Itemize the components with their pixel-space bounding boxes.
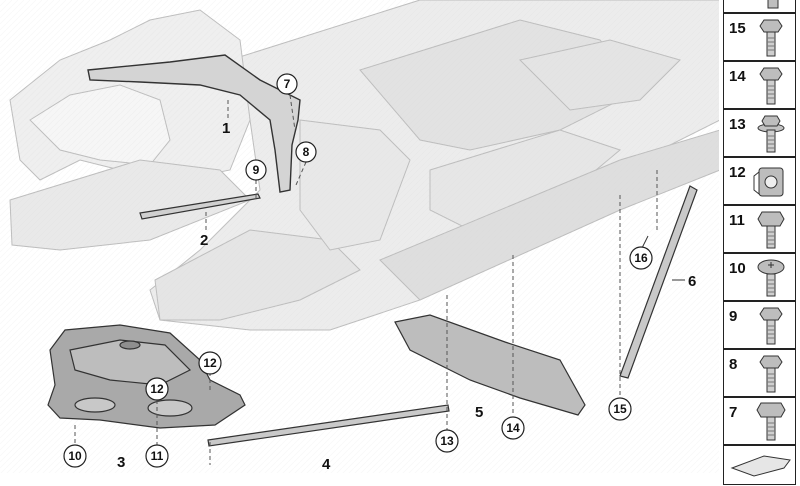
hex-bolt-icon [759, 355, 783, 393]
fastener-cell-12: 12 [723, 157, 796, 205]
clip-plate-icon [730, 455, 791, 477]
callout-11: 11 [145, 444, 169, 468]
fastener-cell-top-partial [723, 0, 796, 13]
callout-12a: 12 [198, 351, 222, 375]
svg-text:7: 7 [284, 77, 291, 91]
fastener-number: 12 [729, 164, 746, 181]
hex-bolt-icon [756, 402, 786, 441]
svg-text:13: 13 [440, 434, 454, 448]
fastener-cell-11: 11 [723, 205, 796, 253]
svg-text:10: 10 [68, 449, 82, 463]
part-label-5: 5 [475, 404, 483, 421]
callout-15: 15 [608, 397, 632, 421]
fastener-sidebar: 15 14 13 12 11 [719, 0, 800, 485]
fastener-number: 13 [729, 116, 746, 133]
svg-text:12: 12 [150, 382, 164, 396]
parts-diagram: 1 2 3 4 5 6 7 8 9 10 11 12 [0, 0, 721, 473]
clip-nut-icon [753, 167, 784, 197]
hex-bolt-icon [759, 19, 783, 57]
callout-13: 13 [435, 429, 459, 453]
part-underbody-shield [47, 324, 246, 429]
callout-7: 7 [276, 73, 298, 95]
part-underbody-panel [394, 314, 586, 416]
part-label-1: 1 [222, 120, 230, 137]
svg-text:11: 11 [151, 449, 164, 463]
fastener-number: 10 [729, 260, 746, 277]
fastener-cell-bottom-partial [723, 445, 796, 485]
part-label-6: 6 [688, 273, 696, 290]
svg-text:9: 9 [253, 163, 260, 177]
svg-text:16: 16 [634, 251, 648, 265]
svg-text:8: 8 [303, 145, 310, 159]
fastener-cell-14: 14 [723, 61, 796, 109]
callout-14: 14 [501, 416, 525, 440]
part-strut-bar [139, 193, 261, 220]
torx-bolt-icon [757, 259, 785, 297]
part-label-2: 2 [200, 232, 208, 249]
leader-lines [74, 94, 658, 465]
callout-8: 8 [295, 141, 317, 163]
part-label-4: 4 [322, 456, 331, 473]
hex-bolt-icon [757, 211, 785, 249]
fastener-cell-9: 9 [723, 301, 796, 349]
fastener-number: 15 [729, 20, 746, 37]
hex-bolt-icon [759, 67, 783, 105]
fastener-cell-10: 10 [723, 253, 796, 301]
callouts: 7 8 9 10 11 12 12 13 [63, 73, 653, 468]
fastener-cell-13: 13 [723, 109, 796, 157]
callout-16: 16 [629, 246, 653, 270]
hex-bolt-icon [759, 307, 783, 345]
part-diagonal-strut [207, 404, 450, 447]
callout-10: 10 [63, 444, 87, 468]
fastener-number: 11 [729, 212, 745, 229]
fastener-cell-8: 8 [723, 349, 796, 397]
svg-text:14: 14 [506, 421, 520, 435]
svg-text:15: 15 [613, 402, 627, 416]
part-rocker-strut [619, 185, 698, 379]
fastener-number: 7 [729, 404, 738, 421]
part-a-pillar-brace [87, 54, 301, 193]
fastener-cell-7: 7 [723, 397, 796, 445]
fastener-number: 8 [729, 356, 738, 373]
flange-bolt-icon [757, 115, 785, 153]
fastener-number: 9 [729, 308, 738, 325]
svg-text:12: 12 [203, 356, 217, 370]
hex-bolt-icon [767, 0, 779, 9]
part-label-3: 3 [117, 454, 125, 471]
fastener-number: 14 [729, 68, 746, 85]
callout-9: 9 [245, 159, 267, 181]
fastener-cell-15: 15 [723, 13, 796, 61]
callout-12b: 12 [145, 377, 169, 401]
